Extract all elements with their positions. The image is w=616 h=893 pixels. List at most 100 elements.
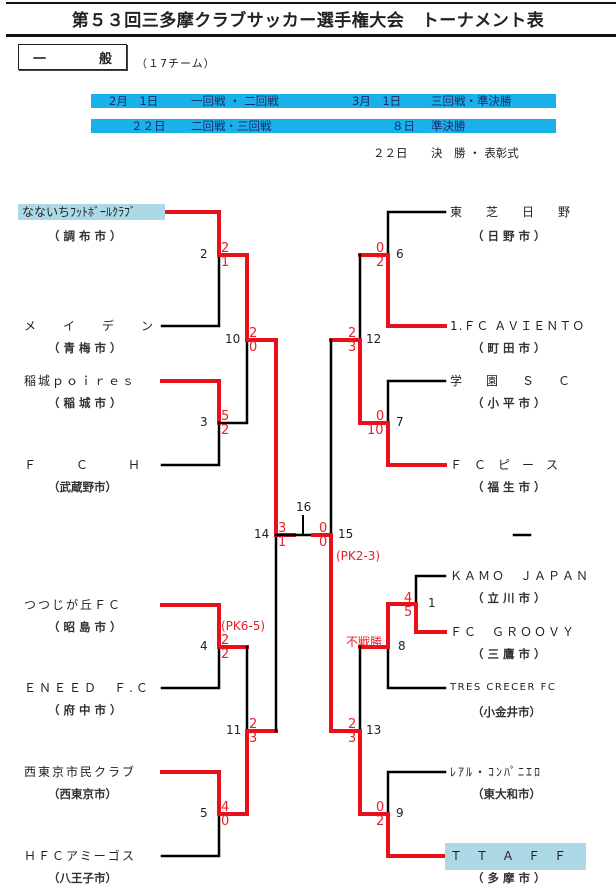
page-title: 第５３回三多摩クラブサッカー選手権大会 トーナメント表 — [71, 11, 545, 31]
pk-note: (PK6-5) — [221, 619, 266, 633]
score-bottom: 2 — [376, 255, 385, 270]
match-number: 11 — [226, 723, 242, 737]
bracket-line-winner — [358, 602, 390, 649]
team-name: 1.ＦＣ ＡＶＩＥＮＴＯ — [450, 319, 586, 333]
schedule-row-3: ２２日 決 勝 ・ 表彰式 — [91, 146, 556, 160]
team-name: Ｆ Ｃ Ｈ — [24, 458, 142, 472]
team-city: （ 青 梅 市 ） — [48, 341, 122, 355]
schedule-round: 一回戦 ・ 二回戦 — [191, 94, 279, 108]
schedule-round: 三回戦・準決勝 — [431, 94, 512, 108]
team-name: つつじが丘ＦＣ — [24, 598, 123, 612]
score-top: 0 — [376, 241, 385, 256]
bracket-line-loser — [386, 210, 447, 257]
bracket-line-winner — [358, 421, 447, 467]
bracket-line-winner — [160, 210, 249, 257]
schedule-row-1: 2月 1日 一回戦 ・ 二回戦 3月 1日 三回戦・準決勝 — [91, 94, 556, 108]
score-top: 2 — [348, 717, 357, 732]
match-number: 8 — [398, 639, 406, 653]
schedule-date: 3月 1日 — [352, 94, 402, 108]
bracket-line-winner — [358, 253, 447, 328]
team-city: （ 多 摩 市 ） — [472, 871, 546, 885]
score-top: 2 — [348, 326, 357, 341]
schedule-round: 決 勝 ・ 表彰式 — [431, 146, 519, 160]
team-name: 東 芝 日 野 — [450, 205, 571, 219]
bracket-line-winner — [329, 338, 362, 425]
team-name: 学 園 Ｓ Ｃ — [450, 374, 571, 388]
team-name: Ｆ Ｃ ピ ー ス — [450, 458, 559, 472]
score-top: 4 — [221, 800, 230, 815]
score-top: 2 — [221, 633, 230, 648]
bracket-line-loser — [217, 338, 249, 425]
bracket-line-winner — [274, 338, 296, 537]
team-city: （ 日 野 市 ） — [472, 229, 546, 243]
team-name: 稲城ｐｏｉｒｅｓ — [24, 374, 137, 388]
score-bottom: 2 — [221, 647, 230, 662]
team-city: （ 稲 城 市 ） — [48, 396, 122, 410]
score-top: 0 — [376, 800, 385, 815]
score-top: 0 — [319, 521, 328, 536]
team-city: （東大和市） — [472, 787, 541, 801]
match-number: 10 — [225, 332, 241, 346]
score-bottom: 2 — [221, 423, 230, 438]
score-top: 2 — [221, 241, 230, 256]
score-bottom: 0 — [319, 535, 328, 550]
bracket-line-loser — [160, 645, 221, 690]
pk-note: (PK2-3) — [336, 549, 381, 563]
bracket-line-loser — [160, 253, 221, 328]
match-number: 12 — [366, 332, 382, 346]
score-bottom: 2 — [376, 814, 385, 829]
score-bottom: 3 — [348, 340, 357, 355]
team-city: （八王子市） — [48, 871, 117, 885]
score-bottom: 0 — [221, 814, 230, 829]
bracket-line-loser — [160, 421, 221, 467]
score-top: 5 — [221, 409, 230, 424]
match-number: 6 — [396, 247, 404, 261]
team-city: （ 昭 島 市 ） — [48, 620, 122, 634]
team-name: ＨＦＣアミーゴス — [24, 849, 137, 863]
score-top: 2 — [249, 326, 258, 341]
team-count: （１7チーム） — [136, 57, 216, 70]
match-number: 14 — [254, 527, 270, 541]
match-number: 4 — [200, 639, 208, 653]
category-label-left: 一 — [33, 52, 47, 67]
team-name: ＫＡＭＯ ＪＡＰＡＮ — [450, 569, 591, 583]
schedule-round: 準決勝 — [431, 119, 466, 133]
team-city: （ 福 生 市 ） — [472, 480, 546, 494]
bracket-line-winner — [329, 729, 362, 816]
bracket-line-winner — [245, 729, 278, 816]
schedule-date: ２２日 — [131, 119, 166, 133]
team-city: （西東京市） — [48, 787, 117, 801]
team-city: （ 立 川 市 ） — [472, 591, 546, 605]
bracket-line-winner — [160, 603, 249, 649]
team-city: （小金井市） — [472, 705, 541, 719]
team-city: （ 府 中 市 ） — [48, 703, 122, 717]
schedule-round: 二回戦・三回戦 — [191, 119, 272, 133]
bracket-line-loser — [386, 645, 447, 690]
score-top: 4 — [404, 591, 413, 606]
score-bottom: 5 — [404, 605, 413, 620]
score-bottom: 3 — [348, 731, 357, 746]
walkover-note: 不戦勝 — [346, 635, 383, 649]
category-label-right: 般 — [99, 52, 113, 67]
team-name: なないちﾌｯﾄﾎﾞｰﾙｸﾗﾌﾞ — [18, 204, 165, 220]
schedule-date: 2月 1日 — [109, 94, 159, 108]
team-city: （ 調 布 市 ） — [48, 229, 122, 243]
schedule-row-2: ２２日 二回戦・三回戦 ８日 準決勝 — [91, 119, 556, 133]
score-bottom: 3 — [249, 731, 258, 746]
match-number: 1 — [428, 596, 436, 610]
bracket-line-winner — [386, 602, 447, 634]
bracket-line-loser — [160, 812, 221, 858]
team-name: ﾚｱﾙ・ｺﾝﾊﾟﾆｴﾛ — [450, 765, 543, 779]
team-city: （ 小 平 市 ） — [472, 396, 546, 410]
team-city: （ 町 田 市 ） — [472, 341, 546, 355]
team-name: TRES CRECER FC — [450, 682, 557, 693]
score-bottom: 10 — [367, 423, 384, 438]
bracket-line-loser — [414, 574, 447, 606]
bracket-line-loser — [386, 379, 447, 425]
category-label: 一 般 — [18, 44, 127, 70]
score-top: 3 — [278, 521, 287, 536]
bracket-line-winner — [245, 253, 278, 342]
match-number: 15 — [338, 527, 354, 541]
schedule-date: ２２日 — [373, 146, 408, 160]
